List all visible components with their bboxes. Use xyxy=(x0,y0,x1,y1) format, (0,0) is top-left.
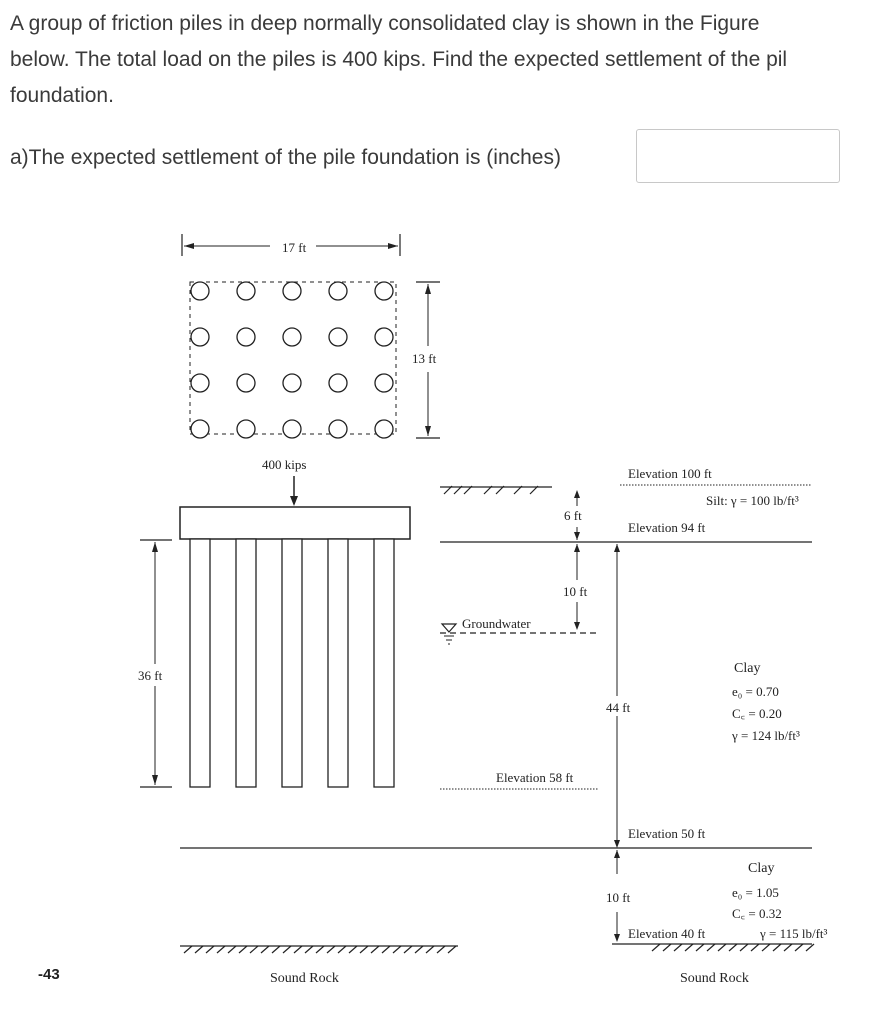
load-arrowhead xyxy=(290,496,298,506)
pile-circle xyxy=(282,281,302,301)
pile-length-dimension xyxy=(140,539,172,788)
dim-10ft-bottom-label: 10 ft xyxy=(606,890,631,905)
pile-circle xyxy=(190,419,210,439)
pile-circle xyxy=(374,281,394,301)
ground-surface-hatch xyxy=(440,485,552,495)
clay1-gamma: γ = 124 lb/ft³ xyxy=(731,728,800,743)
pile-shaft xyxy=(327,538,349,788)
clay1-cc: C꜀ = 0.20 xyxy=(732,706,782,721)
pile-circle xyxy=(282,327,302,347)
clay2-gamma: γ = 115 lb/ft³ xyxy=(759,926,828,941)
pile-shaft xyxy=(189,538,211,788)
elev-58-label: Elevation 58 ft xyxy=(496,770,574,785)
elev-50-label: Elevation 50 ft xyxy=(628,826,706,841)
dim-6ft-label: 6 ft xyxy=(564,508,582,523)
question-line: below. The total load on the piles is 40… xyxy=(10,48,788,71)
pile-circle xyxy=(374,419,394,439)
plan-width-label: 17 ft xyxy=(282,240,307,255)
pile-length-label: 36 ft xyxy=(138,668,163,683)
rock-right-label: Sound Rock xyxy=(680,971,749,986)
dim-10ft-gw-label: 10 ft xyxy=(563,584,588,599)
silt-label: Silt: γ = 100 lb/ft³ xyxy=(706,493,799,508)
dim-10ft-gw xyxy=(574,544,580,630)
clay1-e0: e₀ = 0.70 xyxy=(732,684,779,699)
answer-input[interactable] xyxy=(636,129,840,183)
dim-6ft xyxy=(574,490,580,540)
problem-id: -43 xyxy=(38,966,60,983)
clay2-cc: C꜀ = 0.32 xyxy=(732,906,782,921)
question-line: foundation. xyxy=(10,84,114,107)
pile-circle xyxy=(190,373,210,393)
pile-circle xyxy=(328,373,348,393)
pile-cap xyxy=(179,506,411,540)
pile-circle xyxy=(282,373,302,393)
pile-circle xyxy=(328,419,348,439)
pile-circle xyxy=(190,327,210,347)
dim-10ft-bottom xyxy=(614,850,620,942)
pile-circle xyxy=(374,373,394,393)
question-text: A group of friction piles in deep normal… xyxy=(10,6,876,114)
groundwater-symbol xyxy=(440,623,600,645)
part-a-label: a)The expected settlement of the pile fo… xyxy=(10,146,561,169)
clay1-name: Clay xyxy=(734,661,760,676)
pile-circle xyxy=(328,327,348,347)
rock-surface-right xyxy=(612,943,815,952)
pile-circle xyxy=(190,281,210,301)
pile-circle xyxy=(328,281,348,301)
rock-left-label: Sound Rock xyxy=(270,971,339,986)
question-line: A group of friction piles in deep normal… xyxy=(10,12,760,35)
elev-94-label: Elevation 94 ft xyxy=(628,520,706,535)
plan-view xyxy=(181,234,440,439)
elev-100-label: Elevation 100 ft xyxy=(628,466,712,481)
clay2-name: Clay xyxy=(748,861,774,876)
piles xyxy=(189,538,395,788)
pile-circle xyxy=(236,327,256,347)
pile-shaft xyxy=(373,538,395,788)
pile-circles xyxy=(190,281,394,439)
dim-44ft-label: 44 ft xyxy=(606,700,631,715)
groundwater-label: Groundwater xyxy=(462,616,531,631)
dim-44ft xyxy=(614,544,620,848)
pile-circle xyxy=(236,373,256,393)
elev-40-label: Elevation 40 ft xyxy=(628,926,706,941)
plan-depth-label: 13 ft xyxy=(412,351,437,366)
load-label: 400 kips xyxy=(262,457,306,472)
pile-circle xyxy=(282,419,302,439)
clay2-e0: e₀ = 1.05 xyxy=(732,885,779,900)
pile-circle xyxy=(236,419,256,439)
pile-shaft xyxy=(281,538,303,788)
rock-surface-left xyxy=(180,945,458,954)
pile-circle xyxy=(236,281,256,301)
pile-circle xyxy=(374,327,394,347)
pile-shaft xyxy=(235,538,257,788)
